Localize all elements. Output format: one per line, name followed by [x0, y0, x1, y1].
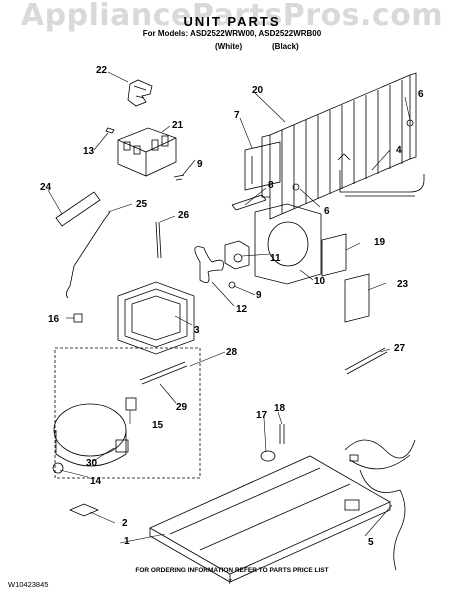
- callout-18: 18: [274, 403, 286, 414]
- callout-11: 11: [270, 253, 281, 264]
- page-title: UNIT PARTS: [183, 14, 281, 29]
- callout-9b: 9: [256, 290, 262, 301]
- bracket-22: [127, 79, 153, 107]
- callout-20: 20: [252, 85, 264, 96]
- filter-drier-24: [55, 191, 101, 227]
- callout-17: 17: [256, 410, 268, 421]
- callout-15: 15: [152, 420, 164, 431]
- heater-27: [344, 347, 388, 375]
- compressor-kit-box-28: [54, 347, 201, 479]
- callout-22: 22: [96, 65, 108, 76]
- callout-1: 1: [124, 536, 130, 547]
- callout-21: 21: [172, 120, 184, 131]
- insulation-19: [321, 233, 347, 277]
- callout-9a: 9: [197, 159, 203, 170]
- callout-24: 24: [40, 182, 52, 193]
- callout-12: 12: [236, 304, 248, 315]
- callout-3: 3: [194, 325, 200, 336]
- page-number: 7: [228, 579, 232, 586]
- callout-26: 26: [178, 210, 190, 221]
- callout-29: 29: [176, 402, 188, 413]
- callout-2: 2: [122, 518, 128, 529]
- screw-18: [279, 424, 285, 444]
- condenser-20: [261, 72, 417, 220]
- callout-27: 27: [394, 343, 406, 354]
- condenser-coil-3: [117, 281, 195, 355]
- callout-5: 5: [368, 537, 374, 548]
- callout-14: 14: [90, 476, 102, 487]
- insulation-23: [344, 273, 370, 323]
- tube-end-4: [337, 153, 351, 161]
- ordering-info: FOR ORDERING INFORMATION REFER TO PARTS …: [135, 567, 329, 574]
- drain-tube-4: [339, 170, 425, 197]
- bracket-7: [244, 141, 281, 191]
- callout-30: 30: [86, 458, 98, 469]
- variant-black-label: (Black): [272, 42, 299, 51]
- fan-blade-12: [194, 246, 225, 284]
- callout-19: 19: [374, 237, 386, 248]
- capillary-tube-25: [66, 211, 111, 299]
- callout-6a: 6: [418, 89, 424, 100]
- thermistor-8: [231, 194, 267, 211]
- tube-29: [139, 361, 188, 385]
- clip-16: [73, 313, 83, 323]
- callout-6b: 6: [324, 206, 330, 217]
- relay-15: [125, 397, 137, 411]
- model-numbers: For Models: ASD2522WRW00, ASD2522WRB00: [142, 29, 322, 38]
- overload-30: [115, 439, 129, 453]
- document-number: W10423845: [8, 580, 49, 589]
- grommet-14: [52, 462, 64, 474]
- callout-8: 8: [268, 180, 274, 191]
- compressor: [53, 403, 127, 467]
- callout-25: 25: [136, 199, 148, 210]
- callout-10: 10: [314, 276, 326, 287]
- fan-motor-11: [224, 240, 250, 270]
- watermark: AppliancePartsPros.com: [20, 0, 444, 33]
- fan-shroud-10: [254, 203, 322, 285]
- bracket-2: [68, 503, 100, 517]
- control-box-21: [117, 127, 177, 177]
- heater-26: [155, 221, 162, 259]
- base-plate-1: [149, 455, 391, 583]
- screw-6b: [292, 183, 300, 191]
- callout-16: 16: [48, 314, 60, 325]
- clip-13: [105, 127, 115, 134]
- callout-28: 28: [226, 347, 238, 358]
- callout-23: 23: [397, 279, 409, 290]
- callout-7: 7: [234, 110, 240, 121]
- variant-white-label: (White): [215, 42, 243, 51]
- grommet-17: [260, 450, 276, 462]
- screw-9b: [228, 281, 236, 289]
- callout-13: 13: [83, 146, 95, 157]
- callout-4: 4: [396, 145, 402, 156]
- wiring-harness-5: [344, 439, 416, 571]
